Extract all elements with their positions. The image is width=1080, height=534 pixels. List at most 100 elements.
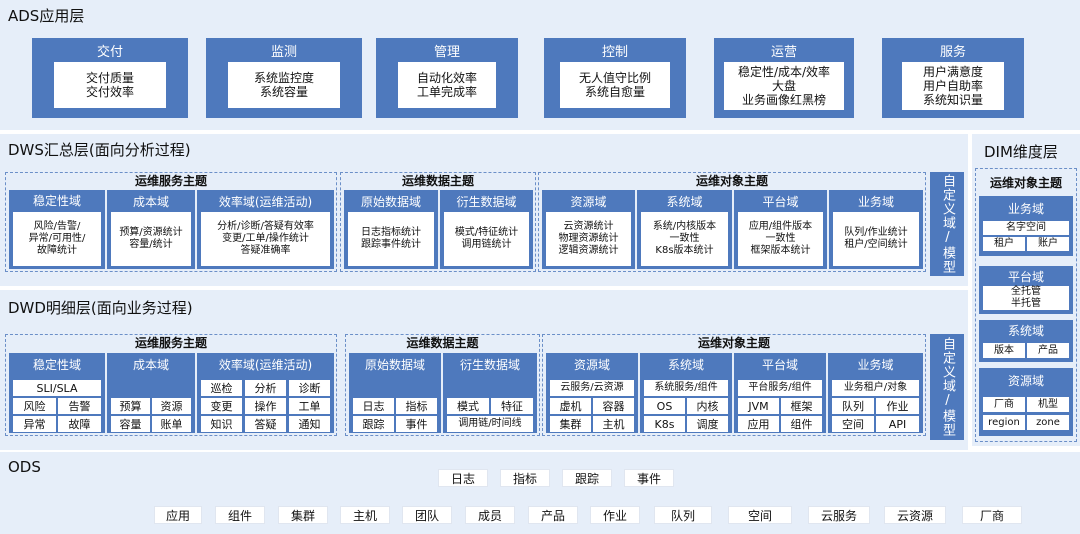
line: 一致性 — [669, 233, 700, 244]
dim-cell-vendor: 厂商 — [983, 397, 1025, 412]
ods-item-vendor: 厂商 — [962, 506, 1022, 524]
dws-platform-title: 平台域 — [762, 194, 799, 209]
line: 系统/内核版本 — [652, 221, 717, 232]
line: 应用/组件版本 — [748, 221, 813, 232]
dwd-system-title: 系统域 — [667, 357, 704, 372]
dwd-cell-jvm: JVM — [738, 398, 779, 414]
dwd-cost-title: 成本域 — [132, 357, 169, 372]
line: 答疑准确率 — [240, 245, 291, 256]
ads-card-body: 系统监控度系统容量 — [228, 62, 340, 108]
ads-card-line: 自动化效率 — [416, 71, 477, 85]
dwd-cell-cluster: 集群 — [550, 416, 591, 432]
dim-platform-title: 平台域 — [1007, 269, 1044, 284]
dws-resource-body: 云资源统计物理资源统计逻辑资源统计 — [546, 212, 631, 266]
dws-ops-object-title: 运维对象主题 — [695, 174, 768, 188]
line: 框架版本统计 — [750, 245, 811, 256]
dwd-cell-alert: 告警 — [58, 398, 101, 414]
dwd-resource-sub: 云服务/云资源 — [550, 380, 634, 396]
dwd-cell-vm: 虚机 — [550, 398, 591, 414]
dwd-ops-data-group — [345, 334, 540, 436]
dim-business-title: 业务域 — [1007, 201, 1044, 216]
dwd-platform-sub: 平台服务/组件 — [738, 380, 822, 396]
dwd-custom-model: 自定义域/模型 — [930, 334, 964, 440]
line: 云资源统计 — [563, 221, 614, 232]
ads-card-line: 用户满意度 — [922, 65, 983, 79]
dim-platform-body: 全托管半托管 — [983, 286, 1069, 310]
line: 预算/资源统计 — [119, 227, 183, 238]
ods-title: ODS — [8, 458, 41, 476]
ads-card-body: 交付质量交付效率 — [54, 62, 166, 108]
dwd-cell-anomaly: 异常 — [13, 416, 56, 432]
ads-card-title: 管理 — [433, 45, 460, 60]
dws-platform-body: 应用/组件版本一致性框架版本统计 — [738, 212, 823, 266]
line: 日志指标统计 — [361, 227, 421, 238]
ads-card-body: 自动化效率工单完成率 — [398, 62, 496, 108]
line: 全托管 — [1011, 286, 1041, 297]
dws-ops-service-title: 运维服务主题 — [134, 174, 207, 188]
ads-card-line: 业务画像红黑榜 — [741, 93, 826, 107]
dim-cell-model: 机型 — [1027, 397, 1069, 412]
dwd-cell-space: 空间 — [832, 416, 874, 432]
dws-business-body: 队列/作业统计租户/空间统计 — [833, 212, 919, 266]
dws-cost-title: 成本域 — [132, 194, 169, 209]
dws-custom-model: 自定义域/模型 — [930, 172, 964, 276]
ods-item-team: 团队 — [402, 506, 452, 524]
dws-stability-title: 稳定性域 — [32, 194, 81, 208]
ads-card-operation: 运营 稳定性/成本/效率大盘业务画像红黑榜 — [714, 38, 854, 118]
dwd-cell-callchain: 调用链/时间线 — [447, 416, 533, 432]
ads-card-line: 工单完成率 — [416, 85, 477, 99]
dim-namespace: 名字空间 — [983, 221, 1069, 235]
ods-item-job: 作业 — [590, 506, 640, 524]
ods-item-space: 空间 — [728, 506, 792, 524]
line: 一致性 — [765, 233, 796, 244]
line: 分析/诊断/答疑有效率 — [217, 221, 314, 232]
line: 异常/可用性/ — [28, 233, 86, 244]
ads-card-line: 稳定性/成本/效率 — [737, 65, 831, 79]
dwd-ops-service-group — [5, 334, 337, 436]
ads-card-title: 监测 — [270, 45, 297, 60]
ads-card-line: 系统监控度 — [253, 71, 314, 85]
dim-resource-title: 资源域 — [1007, 373, 1044, 388]
line: 调用链统计 — [461, 239, 512, 250]
line: 租户/空间统计 — [844, 239, 908, 250]
dwd-cell-analyze: 分析 — [245, 380, 286, 396]
dws-ops-data-title: 运维数据主题 — [401, 174, 474, 188]
dwd-cell-budget: 预算 — [111, 398, 150, 414]
dim-cell-account: 账户 — [1027, 237, 1069, 251]
dwd-ops-service-title: 运维服务主题 — [134, 336, 207, 350]
ods-item-event: 事件 — [624, 469, 674, 487]
ods-item-trace: 跟踪 — [562, 469, 612, 487]
dwd-cell-schedule: 调度 — [687, 416, 728, 432]
dim-cell-tenant: 租户 — [983, 237, 1025, 251]
ads-card-line: 无人值守比例 — [578, 71, 651, 85]
dwd-system-sub: 系统服务/组件 — [644, 380, 728, 396]
dws-raw-title: 原始数据域 — [360, 194, 421, 209]
line: 风险/告警/ — [33, 221, 81, 232]
line: 变更/工单/操作统计 — [222, 233, 309, 244]
dws-raw-body: 日志指标统计跟踪事件统计 — [348, 212, 434, 266]
dwd-cell-resource: 资源 — [152, 398, 191, 414]
ads-card-body: 稳定性/成本/效率大盘业务画像红黑榜 — [724, 62, 844, 110]
ods-item-product: 产品 — [528, 506, 578, 524]
ods-item-host: 主机 — [340, 506, 390, 524]
line: 故障统计 — [37, 245, 77, 256]
ods-item-member: 成员 — [465, 506, 515, 524]
dwd-sli-sla: SLI/SLA — [13, 380, 101, 396]
ods-item-cloud-service: 云服务 — [808, 506, 870, 524]
dwd-cell-diagnose: 诊断 — [289, 380, 330, 396]
ods-item-cloud-resource: 云资源 — [884, 506, 946, 524]
dwd-cell-bill: 账单 — [152, 416, 191, 432]
line: 跟踪事件统计 — [361, 239, 421, 250]
dwd-cell-fault: 故障 — [58, 416, 101, 432]
dwd-stability-title: 稳定性域 — [32, 357, 81, 372]
dwd-cell-trace: 跟踪 — [353, 416, 394, 432]
dwd-ops-object-title: 运维对象主题 — [697, 336, 770, 350]
dws-derived-title: 衍生数据域 — [456, 194, 517, 209]
dwd-cell-metric: 指标 — [396, 398, 437, 414]
dws-efficiency-title: 效率域(运维活动) — [218, 194, 313, 209]
dim-cell-version: 版本 — [983, 343, 1025, 358]
dwd-cell-knowledge: 知识 — [201, 416, 242, 432]
dwd-platform-title: 平台域 — [761, 357, 798, 372]
dwd-business-sub: 业务租户/对象 — [832, 380, 919, 396]
dwd-cell-inspect: 巡检 — [201, 380, 242, 396]
